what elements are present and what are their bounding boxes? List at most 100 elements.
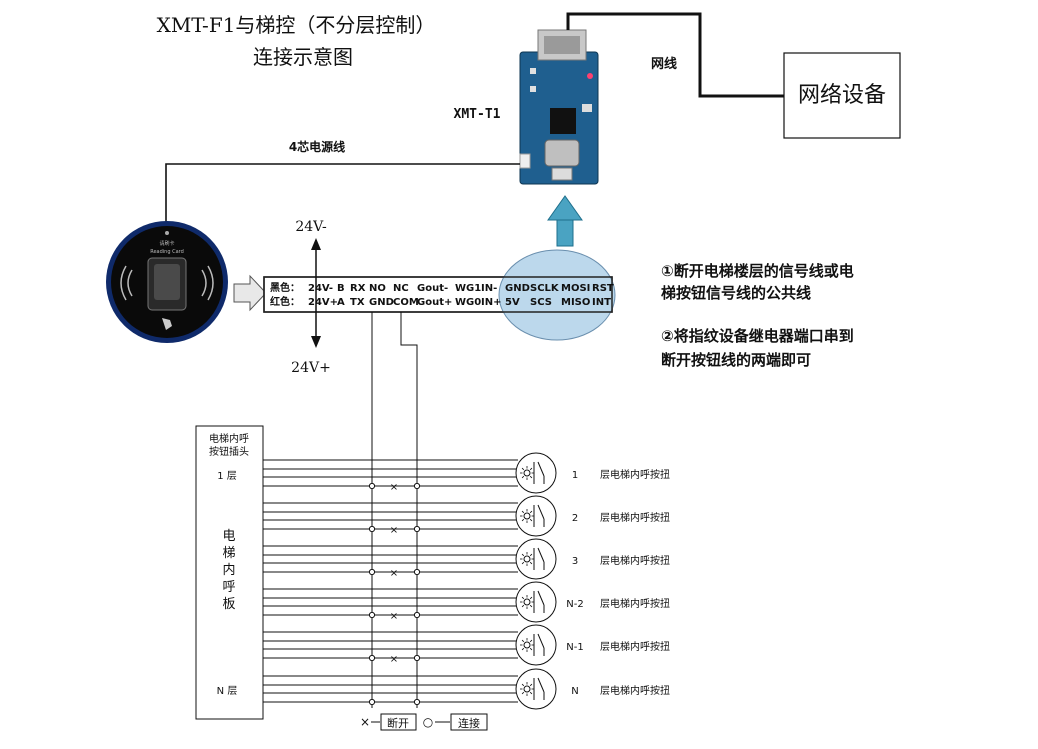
terminal-label: IN+ [481,297,501,308]
terminal-label: A [337,297,345,308]
junction-connect [413,611,421,619]
network-cable-label: 网线 [651,56,677,72]
terminal-label: NC [393,283,409,294]
button-lamp-icon [523,469,531,477]
button-label: 层电梯内呼按扭 [600,468,670,481]
voltage-minus-label: 24V- [295,219,327,235]
junction-break: × [390,568,398,579]
terminal-label: COM [393,297,419,308]
panel-vertical-char: 板 [222,597,235,612]
junction-connect [368,654,376,662]
reader-top-text: 请刷卡 [159,240,174,247]
junction-connect [368,525,376,533]
module-label: XMT-T1 [454,107,501,122]
panel-header-line2: 按钮插头 [209,445,249,458]
button-floor-number: N [571,686,578,697]
junction-break: × [390,482,398,493]
button-label: 层电梯内呼按扭 [600,511,670,524]
network-device-label: 网络设备 [798,83,886,108]
panel-vertical-char: 呼 [222,580,235,595]
terminal-label: RX [350,283,366,294]
button-floor-number: 1 [572,470,578,481]
extension-label: INT [592,297,611,308]
call-button [515,624,557,666]
extension-label: 5V [505,297,520,308]
extension-label: MOSI [561,283,590,294]
terminal-label: GND [369,297,394,308]
switch-contact-icon [537,504,545,520]
terminal-label: WG1 [455,283,481,294]
terminal-label: NO [369,283,386,294]
button-circle [515,452,557,494]
extension-label: MISO [561,297,590,308]
legend-cross-label: 断开 [387,716,409,730]
xmt-t1-module [519,29,599,185]
button-lamp-icon [523,598,531,606]
terminal-label: 黑色： [270,281,300,294]
switch-contact-icon [537,461,545,477]
power-cable-label: 4芯电源线 [289,139,345,154]
button-lamp-icon [523,641,531,649]
fingerprint-reader: 请刷卡 Reading Card [106,221,228,343]
button-label: 层电梯内呼按扭 [600,597,670,610]
terminal-label: 24V+ [308,297,338,308]
legend-circle-symbol: ○ [423,715,433,729]
switch-contact-icon [537,677,545,693]
call-button [515,581,557,623]
legend-circle-label: 连接 [458,717,480,730]
panel-vertical-char: 电 [222,529,235,544]
button-circle [515,495,557,537]
network-cable [566,12,784,98]
note1-line1: ①断开电梯楼层的信号线或电 [661,262,854,280]
junction-connect [368,568,376,576]
elevator-call-panel [195,425,264,720]
junction-connect [413,525,421,533]
button-floor-number: 3 [572,556,578,567]
switch-contact-icon [537,590,545,606]
junction-connect [413,698,421,706]
note2-line2: 断开按钮线的两端即可 [661,351,811,369]
notes: ①断开电梯楼层的信号线或电 梯按钮信号线的公共线 ②将指纹设备继电器端口串到 断… [661,262,854,369]
extension-label: SCLK [530,283,560,294]
terminal-label: Gout- [417,283,448,294]
button-floor-number: N-1 [566,642,583,653]
note1-line2: 梯按钮信号线的公共线 [661,284,811,302]
call-button [515,668,557,710]
junction-connect [368,611,376,619]
junction-break: × [390,525,398,536]
terminal-label: 红色： [270,295,300,308]
title-line1: XMT-F1与梯控（不分层控制） [157,13,436,37]
arrow-down-head [311,336,321,348]
button-lamp-icon [523,512,531,520]
call-button [515,538,557,580]
extension-port-highlight [498,249,616,341]
call-button [515,452,557,494]
button-label: 层电梯内呼按扭 [600,554,670,567]
junction-connect [413,482,421,490]
junction-connect [368,698,376,706]
button-lamp-icon [523,685,531,693]
junction-connect [368,482,376,490]
legend: × 断开 ○ 连接 [360,713,488,731]
voltage-plus-label: 24V+ [291,360,331,376]
button-circle [515,624,557,666]
panel-vertical-char: 内 [222,562,235,578]
reader-sub-text: Reading Card [150,249,184,255]
extension-label: GND [505,283,530,294]
terminal-label: WG0 [455,297,481,308]
network-device-box [783,52,901,139]
arrow-up-head [311,238,321,250]
switch-contact-icon [537,633,545,649]
title-line2: 连接示意图 [253,45,353,69]
up-arrow [547,195,583,247]
switch-contact-icon [537,547,545,563]
terminal-label: TX [350,297,365,308]
terminal-label: B [337,283,345,294]
terminal-label: IN- [481,283,497,294]
junction-break: × [390,654,398,665]
extension-label: SCS [530,297,552,308]
junction-connect [413,654,421,662]
panel-header-line1: 电梯内呼 [209,432,249,445]
